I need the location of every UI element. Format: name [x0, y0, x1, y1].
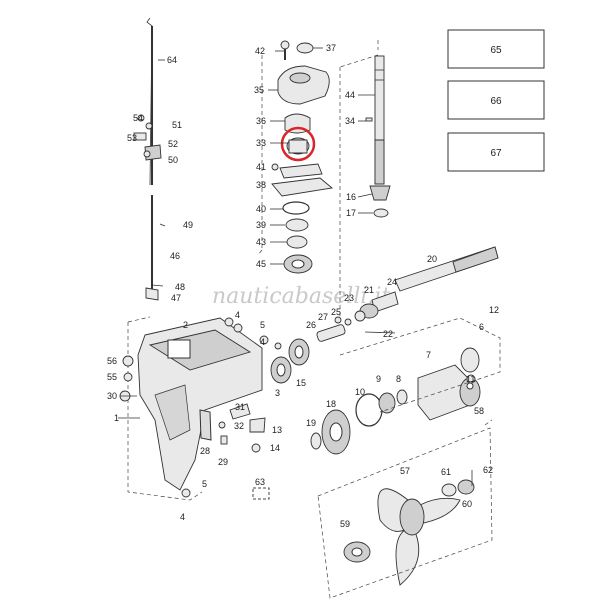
prop-shaft-housing-parts[interactable]	[355, 347, 481, 427]
callout-48[interactable]: 48	[175, 282, 185, 292]
lower-rod-part[interactable]	[145, 195, 159, 301]
callout-23[interactable]: 23	[344, 293, 354, 303]
callout-21[interactable]: 21	[364, 285, 374, 295]
callout-24[interactable]: 24	[387, 277, 397, 287]
callout-25[interactable]: 25	[331, 307, 341, 317]
callout-28[interactable]: 28	[200, 446, 210, 456]
propeller-shaft-part[interactable]	[394, 246, 499, 292]
box-65[interactable]	[447, 29, 545, 69]
callout-30[interactable]: 30	[107, 391, 117, 401]
callout-43[interactable]: 43	[256, 237, 266, 247]
callout-50[interactable]: 50	[168, 155, 178, 165]
callout-5[interactable]: 5	[260, 320, 265, 330]
box-67-label: 67	[490, 148, 502, 159]
callout-49[interactable]: 49	[183, 220, 193, 230]
callout-60[interactable]: 60	[462, 499, 472, 509]
callout-18[interactable]: 18	[326, 399, 336, 409]
callout-7[interactable]: 7	[426, 350, 431, 360]
callout-32[interactable]: 32	[234, 421, 244, 431]
callout-56[interactable]: 56	[107, 356, 117, 366]
forward-gear-part[interactable]	[310, 409, 351, 455]
callout-17[interactable]: 17	[346, 208, 356, 218]
callout-34[interactable]: 34	[345, 116, 355, 126]
callout-62[interactable]: 62	[483, 465, 493, 475]
callout-27[interactable]: 27	[318, 312, 328, 322]
callout-58[interactable]: 58	[474, 406, 484, 416]
callout-6[interactable]: 6	[479, 322, 484, 332]
callout-54[interactable]: 54	[133, 113, 143, 123]
callout-29[interactable]: 29	[218, 457, 228, 467]
callout-38[interactable]: 38	[256, 180, 266, 190]
highlight-ring	[280, 126, 316, 162]
callout-44[interactable]: 44	[345, 90, 355, 100]
callout-19[interactable]: 19	[306, 418, 316, 428]
callout-4c[interactable]: 4	[260, 337, 265, 347]
callout-15[interactable]: 15	[296, 378, 306, 388]
callout-46[interactable]: 46	[170, 251, 180, 261]
propeller-part[interactable]	[377, 488, 461, 586]
lower-casing-part[interactable]	[137, 317, 263, 491]
water-pump-stack[interactable]	[271, 40, 334, 274]
callout-8[interactable]: 8	[396, 374, 401, 384]
callout-40[interactable]: 40	[256, 204, 266, 214]
callout-42[interactable]: 42	[255, 46, 265, 56]
callout-2[interactable]: 2	[183, 320, 188, 330]
callout-12[interactable]: 12	[489, 305, 499, 315]
callout-11[interactable]: 11	[466, 374, 475, 384]
drive-shaft-part[interactable]	[365, 55, 391, 218]
callout-64[interactable]: 64	[167, 55, 177, 65]
leader-lines	[118, 47, 375, 419]
clutch-parts[interactable]	[316, 291, 399, 342]
callout-20[interactable]: 20	[427, 254, 437, 264]
callout-26[interactable]: 26	[306, 320, 316, 330]
callout-5b[interactable]: 5	[202, 479, 207, 489]
callout-1[interactable]: 1	[114, 413, 119, 423]
callout-4[interactable]: 4	[235, 310, 240, 320]
watermark: nauticabaselli.it	[212, 284, 390, 309]
callout-41[interactable]: 41	[256, 162, 266, 172]
callout-57[interactable]: 57	[400, 466, 410, 476]
callout-63[interactable]: 63	[255, 477, 265, 487]
callout-33[interactable]: 33	[256, 138, 266, 148]
callout-36[interactable]: 36	[256, 116, 266, 126]
box-66-label: 66	[490, 96, 502, 107]
callout-9[interactable]: 9	[376, 374, 381, 384]
callout-labels: 64 54 51 53 52 50 49 46 48 47 42 37 35 3…	[107, 43, 499, 529]
callout-35[interactable]: 35	[254, 85, 264, 95]
callout-3[interactable]: 3	[275, 388, 280, 398]
callout-10[interactable]: 10	[355, 387, 365, 397]
box-66[interactable]	[447, 80, 545, 120]
callout-14[interactable]: 14	[270, 443, 280, 453]
callout-55[interactable]: 55	[107, 372, 117, 382]
callout-4b[interactable]: 4	[180, 512, 185, 522]
propeller-hardware[interactable]	[343, 470, 475, 563]
shift-linkage-parts[interactable]	[133, 114, 162, 161]
callout-53[interactable]: 53	[127, 133, 137, 143]
callout-61[interactable]: 61	[441, 467, 451, 477]
callout-31[interactable]: 31	[235, 402, 245, 412]
callout-52[interactable]: 52	[168, 139, 178, 149]
box-65-label: 65	[490, 45, 502, 56]
callout-37[interactable]: 37	[326, 43, 336, 53]
callout-47[interactable]: 47	[171, 293, 181, 303]
callout-59[interactable]: 59	[340, 519, 350, 529]
casing-small-parts[interactable]	[119, 317, 310, 500]
callout-13[interactable]: 13	[272, 425, 282, 435]
callout-45[interactable]: 45	[256, 259, 266, 269]
callout-51[interactable]: 51	[172, 120, 182, 130]
box-67[interactable]	[447, 132, 545, 172]
callout-39[interactable]: 39	[256, 220, 266, 230]
callout-22[interactable]: 22	[383, 329, 393, 339]
callout-16[interactable]: 16	[346, 192, 356, 202]
